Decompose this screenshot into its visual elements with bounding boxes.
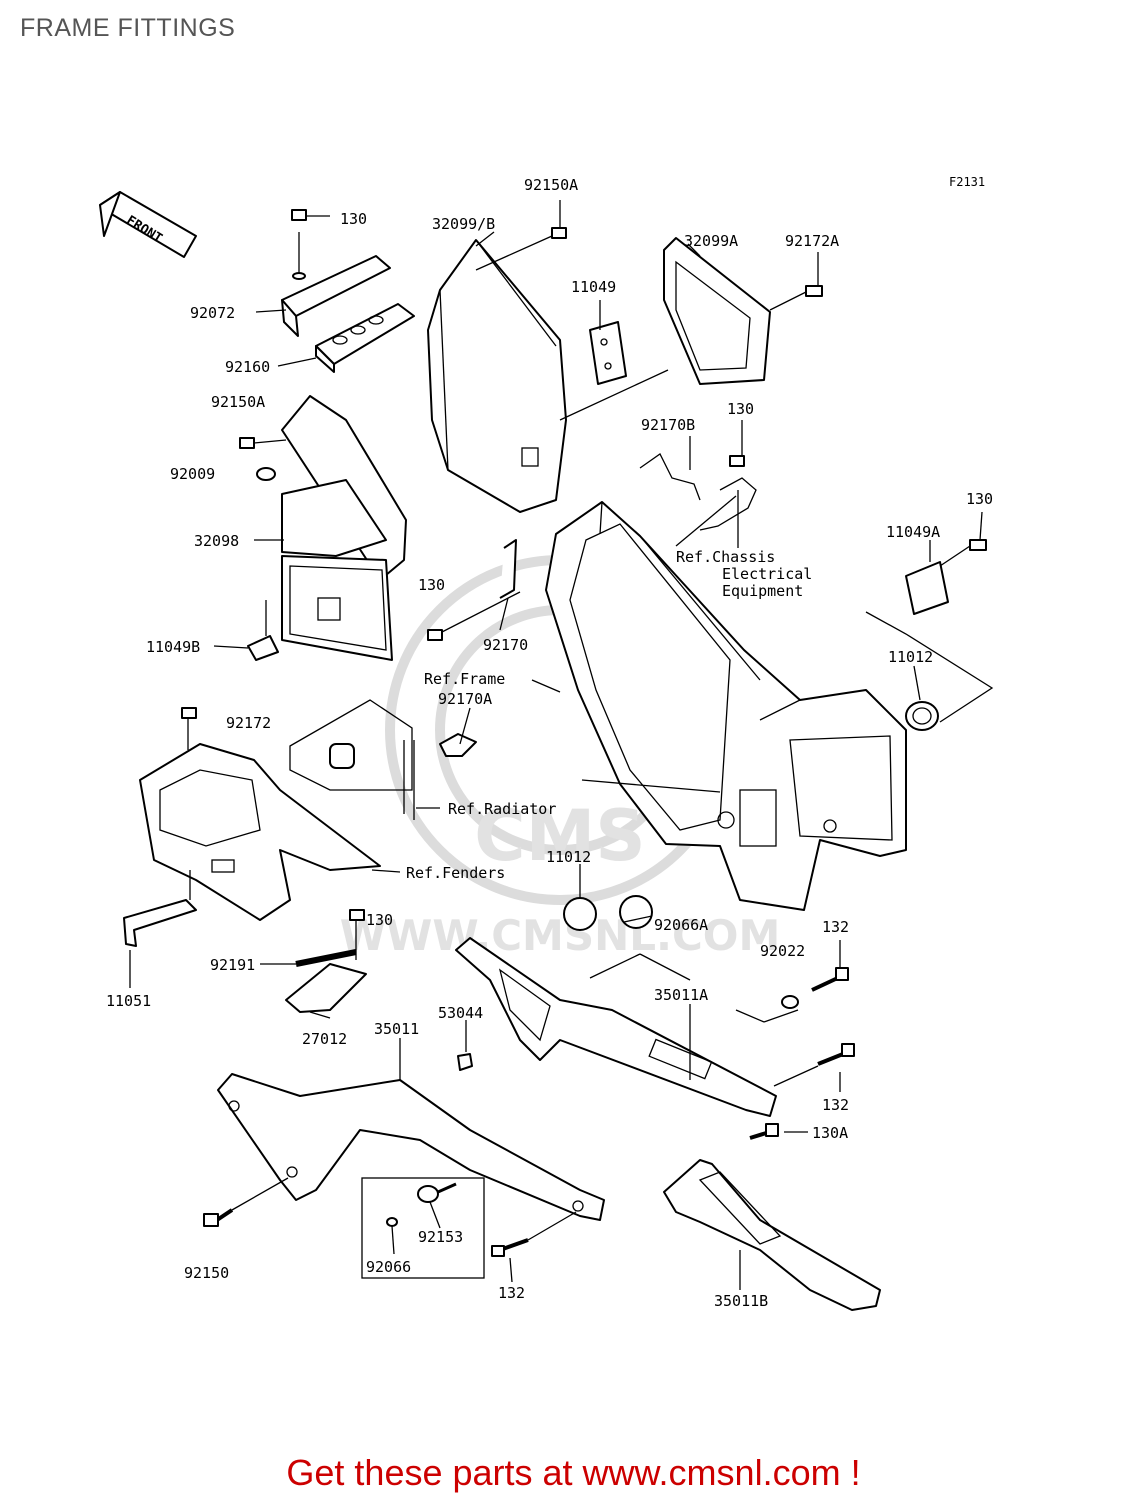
ref-chassis-line3: Equipment	[722, 582, 803, 600]
page-title: FRAME FITTINGS	[20, 14, 236, 42]
part-fender-bracket	[139, 743, 381, 921]
label-35011B: 35011B	[714, 1292, 768, 1310]
label-130: 130	[727, 400, 754, 418]
label-92072: 92072	[190, 304, 235, 322]
label-53044: 53044	[438, 1004, 483, 1022]
label-11049B: 11049B	[146, 638, 200, 656]
label-132: 132	[822, 918, 849, 936]
label-32098: 32098	[194, 532, 239, 550]
label-92170: 92170	[483, 636, 528, 654]
label-92191: 92191	[210, 956, 255, 974]
label-132: 132	[498, 1284, 525, 1302]
label-130: 130	[366, 911, 393, 929]
label-92022: 92022	[760, 942, 805, 960]
bolt-132-right	[811, 967, 849, 992]
part-32099A-cover	[663, 237, 771, 385]
ref-labels: Ref.Chassis Electrical Equipment Ref.Fra…	[406, 548, 812, 882]
part-92072-bracket	[281, 232, 391, 337]
label-92170B: 92170B	[641, 416, 695, 434]
label-130: 130	[418, 576, 445, 594]
label-132: 132	[822, 1096, 849, 1114]
bolt-132-bottom	[491, 1211, 577, 1257]
part-92009-grommet	[256, 467, 276, 481]
label-11012: 11012	[888, 648, 933, 666]
ref-chassis-line2: Electrical	[722, 565, 812, 583]
part-labels: F2131 130 92072 92160 92150A 32099/B 110…	[106, 175, 993, 1310]
part-11012-cap	[563, 897, 597, 931]
bolt-92150A-top	[475, 227, 567, 271]
part-92170-clip	[499, 539, 517, 599]
label-130: 130	[340, 210, 367, 228]
bolt-92172A	[769, 285, 823, 311]
label-130: 130	[966, 490, 993, 508]
watermark-logo: CMS	[474, 795, 645, 877]
label-92150A: 92150A	[524, 176, 578, 194]
part-92160-holder	[315, 303, 415, 373]
part-32099B-cover	[427, 239, 567, 513]
label-130A: 130A	[812, 1124, 848, 1142]
label-92066A: 92066A	[654, 916, 708, 934]
part-11049A-bracket	[905, 539, 987, 615]
bolt-132-lower-right	[773, 1043, 855, 1087]
label-35011A: 35011A	[654, 986, 708, 1004]
part-radiator-area	[289, 699, 477, 820]
bolt-130-top-left	[291, 209, 330, 221]
bolt-130A	[749, 1123, 779, 1140]
ref-fenders: Ref.Fenders	[406, 864, 505, 882]
front-arrow-icon: FRONT	[99, 191, 197, 258]
bolt-130-mid	[427, 591, 521, 641]
ref-radiator: Ref.Radiator	[448, 800, 556, 818]
label-11012: 11012	[546, 848, 591, 866]
label-11051: 11051	[106, 992, 151, 1010]
label-92170A: 92170A	[438, 690, 492, 708]
part-35011-bracket	[217, 1053, 605, 1221]
part-35011B-bracket	[663, 1159, 881, 1311]
label-92150: 92150	[184, 1264, 229, 1282]
part-92191-pin	[295, 949, 357, 967]
label-92153: 92153	[418, 1228, 463, 1246]
part-11012-cap-right	[865, 611, 994, 731]
bolt-92150	[203, 1177, 289, 1227]
part-92066A-cap	[619, 895, 653, 929]
ref-frame: Ref.Frame	[424, 670, 505, 688]
part-11049B-clip	[247, 600, 279, 661]
part-11051-bracket	[123, 870, 197, 947]
bolt-92172	[181, 707, 197, 750]
label-35011: 35011	[374, 1020, 419, 1038]
label-32099A: 32099A	[684, 232, 738, 250]
label-92066: 92066	[366, 1258, 411, 1276]
part-11049-bracket	[589, 321, 627, 385]
part-92022-washer	[735, 995, 799, 1023]
label-92150A: 92150A	[211, 393, 265, 411]
label-92172A: 92172A	[785, 232, 839, 250]
figure-code: F2131	[949, 175, 985, 189]
watermark-url: WWW.CMSNL.COM	[340, 911, 781, 960]
label-27012: 27012	[302, 1030, 347, 1048]
part-27012-bracket	[285, 909, 367, 1013]
label-32099B: 32099/B	[432, 215, 495, 233]
leader-lines	[129, 200, 983, 1290]
part-35011A-bracket	[455, 937, 777, 1117]
part-frame	[545, 501, 907, 911]
label-92009: 92009	[170, 465, 215, 483]
ref-chassis-line1: Ref.Chassis	[676, 548, 775, 566]
bolt-92150A-left	[239, 437, 287, 449]
label-11049: 11049	[571, 278, 616, 296]
label-92172: 92172	[226, 714, 271, 732]
part-kit-box	[361, 1177, 485, 1279]
footer-link-text[interactable]: Get these parts at www.cmsnl.com !	[286, 1452, 861, 1493]
label-92160: 92160	[225, 358, 270, 376]
part-battery-case	[281, 395, 407, 661]
part-92170B-clip	[639, 453, 757, 531]
label-11049A: 11049A	[886, 523, 940, 541]
